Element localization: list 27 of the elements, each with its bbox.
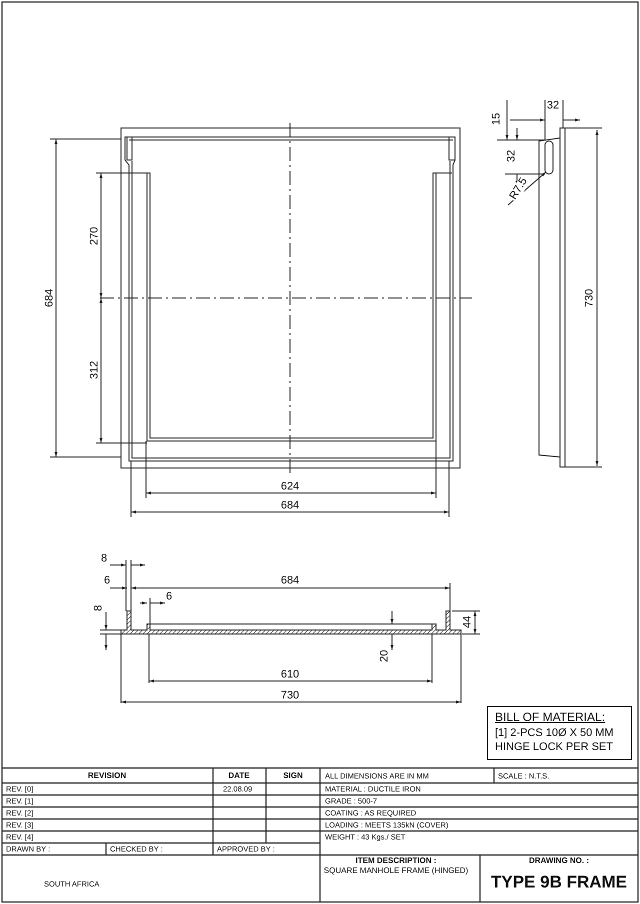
dimension-value: 610	[280, 670, 300, 680]
bom-item: [1] 2-PCS 10Ø X 50 MM HINGE LOCK PER SET	[495, 726, 615, 754]
column-header: DATE	[228, 772, 250, 780]
field-label: DRAWING NO. :	[529, 857, 589, 865]
dimension-value: 684	[280, 500, 300, 512]
dimension-value: 6	[164, 592, 174, 602]
dimension-value: 312	[90, 360, 100, 380]
dimension-value: 8	[100, 554, 108, 564]
dimension-value: 730	[280, 690, 300, 702]
drawing-number: TYPE 9B FRAME	[490, 874, 628, 890]
dimension-value: 8	[94, 604, 104, 612]
field-label: ITEM DESCRIPTION :	[356, 857, 436, 865]
dimension-value: 20	[380, 648, 390, 664]
dimension-value: 270	[90, 226, 100, 246]
dimension-value: 15	[492, 112, 502, 126]
column-header: REVISION	[88, 772, 126, 780]
dimension-value: 32	[506, 148, 518, 164]
dimension-value: 6	[102, 576, 112, 586]
panel-heading: BILL OF MATERIAL:	[495, 711, 606, 723]
description-text: SQUARE MANHOLE FRAME (HINGED)	[324, 867, 468, 875]
dimension-value: 624	[280, 482, 300, 492]
dimension-value: 32	[546, 100, 560, 112]
dimension-value: 684	[280, 576, 300, 586]
column-header: SIGN	[283, 772, 303, 780]
dimension-value: 730	[584, 288, 596, 308]
dimension-value: 44	[462, 614, 474, 630]
dimension-value: 684	[44, 288, 56, 308]
